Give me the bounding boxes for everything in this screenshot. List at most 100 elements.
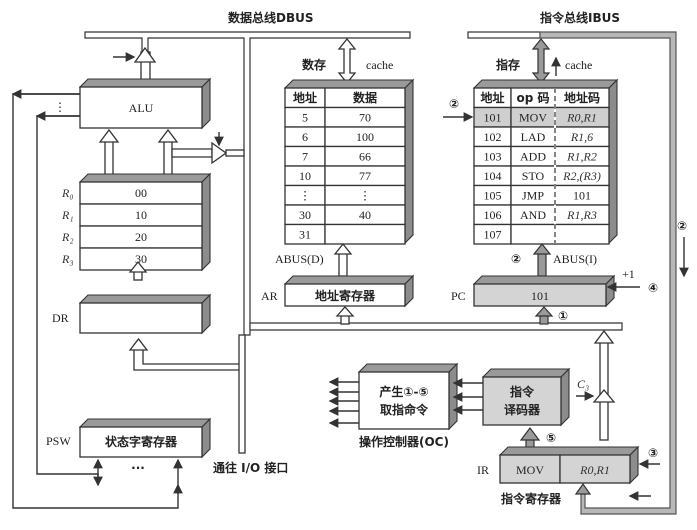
- table-value: 10: [299, 169, 311, 183]
- table-value: ⋮: [359, 189, 371, 203]
- dmem-side: [404, 78, 414, 245]
- bus-to-pc-arrow: [534, 306, 554, 317]
- ir-addr-field: [559, 454, 631, 484]
- ir-top: [498, 446, 640, 456]
- table-value: 66: [359, 150, 371, 164]
- oc-caption: 操作控制器(OC): [359, 434, 449, 449]
- reg-to-dbus-buffer-icon: [211, 141, 228, 165]
- reg-to-alu-stem-2: [163, 139, 173, 177]
- step-1: ①: [558, 309, 568, 323]
- table-header: 地址: [293, 90, 317, 105]
- decoder-line-2: 译码器: [504, 403, 541, 417]
- table-value: 107: [484, 228, 502, 242]
- table-value: 40: [359, 208, 371, 222]
- address-bus: [249, 322, 623, 331]
- data-memory-title: 数存: [302, 57, 326, 72]
- table-value: STO: [522, 169, 545, 183]
- decoder-top: [481, 368, 571, 378]
- imem-top: [472, 79, 619, 89]
- table-value: 101: [484, 111, 502, 125]
- ir-op: MOV: [516, 463, 544, 477]
- psw-name: 状态字寄存器: [105, 434, 178, 449]
- reg-to-alu-arrow-2: [157, 128, 179, 143]
- ir-to-decoder-arrow: [519, 427, 541, 441]
- table-header: 数据: [353, 90, 377, 105]
- c3-label: C₃: [577, 377, 589, 391]
- table-header: op 码: [516, 91, 549, 105]
- ar-register: [284, 283, 406, 307]
- decoder-side: [560, 367, 570, 427]
- ar-name: 地址寄存器: [315, 288, 376, 303]
- oc-line-2: 取指命令: [380, 402, 429, 417]
- table-value: 30: [299, 208, 311, 222]
- table-value: ⋮: [299, 189, 311, 203]
- table-value: 6: [302, 130, 308, 144]
- dbus-to-dr-arrow: [128, 337, 149, 351]
- step-2-left: ②: [449, 97, 459, 111]
- table-value: 100: [356, 130, 374, 144]
- table-value: 31: [299, 228, 311, 242]
- reg-to-dbus-path: [171, 148, 213, 158]
- alu-dots: ⋮: [54, 100, 66, 114]
- operation-controller: [358, 371, 450, 430]
- io-bus-stub: [238, 334, 246, 454]
- regfile-side: [201, 172, 211, 272]
- alu-side: [201, 77, 211, 130]
- ir-addr-to-bus-arrow: [593, 329, 615, 344]
- register-name: R₂: [61, 230, 74, 244]
- register-value: 10: [135, 208, 147, 222]
- reg-to-dbus-stub: [225, 149, 245, 157]
- data-cache-label: cache: [366, 58, 393, 72]
- ibus-to-ir-arrow: [574, 482, 592, 495]
- register-value: 00: [135, 186, 147, 200]
- pc-register: [473, 283, 607, 307]
- table-value: JMP: [522, 189, 544, 203]
- register-name: R₁: [61, 208, 74, 222]
- ir-caption: 指令寄存器: [501, 491, 562, 506]
- abus-d-label: ABUS(D): [275, 252, 324, 266]
- alu-label: ALU: [129, 101, 154, 115]
- psw-label: PSW: [46, 434, 71, 448]
- step-2-abus: ②: [511, 252, 521, 266]
- pc-top: [472, 275, 616, 285]
- ir-addr: R0,R1: [579, 463, 610, 477]
- reg-to-alu-arrow-1: [98, 128, 120, 143]
- abus-i-label: ABUS(I): [553, 252, 597, 266]
- ar-top: [283, 275, 415, 285]
- instruction-cache-label: cache: [565, 58, 592, 72]
- table-value: AND: [520, 208, 546, 222]
- data-bus: [84, 31, 411, 336]
- io-label: 通往 I/O 接口: [213, 460, 288, 475]
- psw-top: [78, 418, 212, 428]
- abus-i-arrow: [532, 243, 552, 255]
- table-value: R0,R1: [566, 111, 597, 125]
- table-value: MOV: [519, 111, 547, 125]
- abus-d-arrow: [333, 242, 353, 255]
- table-value: 70: [359, 111, 371, 125]
- step-2-right: ②: [677, 219, 687, 233]
- table-cell: [510, 223, 556, 245]
- dr-top: [78, 294, 212, 304]
- table-value: R1,R2: [566, 150, 597, 164]
- table-value: 104: [484, 169, 502, 183]
- pc-increment: +1: [622, 267, 635, 281]
- dr-register: [79, 302, 203, 334]
- imem-side: [608, 78, 618, 245]
- ir-label: IR: [477, 463, 489, 477]
- table-value: ADD: [520, 150, 546, 164]
- table-value: 103: [484, 150, 502, 164]
- register-name: R₀: [61, 186, 74, 200]
- data-memory-bus-arrow: [337, 37, 357, 85]
- step-5: ⑤: [546, 431, 556, 445]
- dbus-to-dr-path: [133, 348, 245, 371]
- dr-label: DR: [52, 311, 69, 325]
- ibus-label: 指令总线IBUS: [540, 10, 620, 25]
- psw-dots: ···: [131, 461, 145, 475]
- pc-label: PC: [451, 289, 466, 303]
- register-name: R₃: [61, 252, 74, 266]
- abus-i-stem: [537, 251, 547, 277]
- bus-to-ar-arrow: [335, 306, 355, 317]
